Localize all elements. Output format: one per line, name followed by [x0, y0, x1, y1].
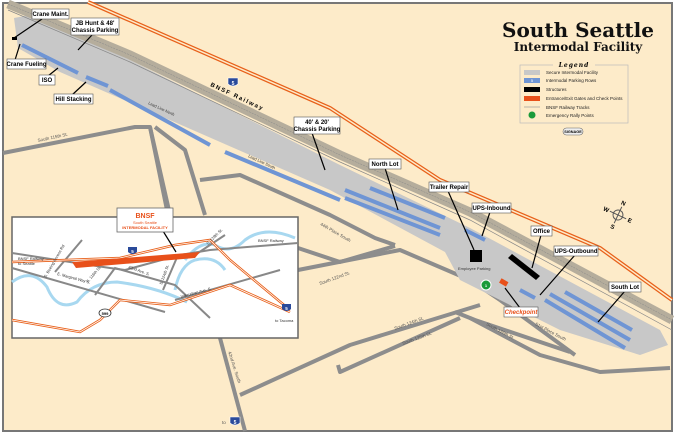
i5-south-shield-icon: to 5	[222, 416, 241, 426]
callout-crane-maint[interactable]: Crane Maint.	[31, 8, 70, 20]
callout-checkpoint[interactable]: Checkpoint	[503, 306, 539, 318]
employee-parking-label: Employee Parking	[458, 266, 490, 271]
svg-text:South Seattle: South Seattle	[133, 220, 158, 225]
svg-text:BNSF: BNSF	[135, 213, 155, 220]
svg-text:INTERMODAL FACILITY: INTERMODAL FACILITY	[122, 225, 168, 230]
callout-ups-inbound[interactable]: UPS-Inbound	[471, 202, 512, 214]
svg-text:5: 5	[285, 306, 288, 311]
svg-text:Crane Fueling: Crane Fueling	[6, 62, 46, 68]
map-title: South Seattle	[502, 18, 654, 42]
svg-text:to Tacoma: to Tacoma	[275, 318, 294, 323]
callouts: Crane Maint. JB Hunt & 48'Chassis Parkin…	[6, 8, 642, 318]
svg-text:Chassis Parking: Chassis Parking	[72, 28, 119, 34]
svg-text:UPS-Inbound: UPS-Inbound	[473, 206, 511, 212]
legend-label: Secure Intermodal Facility	[546, 70, 599, 75]
svg-text:Hill Stacking: Hill Stacking	[55, 97, 91, 103]
legend-swatch-parking	[524, 78, 540, 83]
svg-text:Trailer Repair: Trailer Repair	[430, 185, 469, 191]
legend-label: Structures	[546, 87, 567, 92]
callout-iso[interactable]: ISO	[38, 74, 56, 86]
svg-text:North Lot: North Lot	[372, 162, 399, 168]
callout-crane-fueling[interactable]: Crane Fueling	[6, 58, 47, 70]
map-subtitle: Intermodal Facility	[514, 40, 644, 54]
callout-north-lot[interactable]: North Lot	[368, 158, 402, 170]
inset-i5-south-shield-icon: 5	[282, 304, 291, 311]
svg-text:40' & 20': 40' & 20'	[305, 120, 329, 126]
svg-text:UPS-Outbound: UPS-Outbound	[555, 249, 598, 255]
svg-text:S: S	[609, 224, 615, 231]
svg-text:W: W	[602, 206, 610, 214]
svg-text:Office: Office	[533, 229, 551, 235]
svg-text:BNSF Railway: BNSF Railway	[18, 256, 44, 261]
parking-rows	[21, 43, 633, 350]
legend-label: Emergency Rally Points	[546, 113, 595, 118]
svg-text:ISO: ISO	[42, 78, 53, 84]
svg-text:5: 5	[234, 420, 237, 426]
street-label: South 115th St.	[37, 132, 68, 143]
svg-text:Checkpoint: Checkpoint	[505, 310, 539, 316]
svg-text:Crane Maint.: Crane Maint.	[32, 12, 68, 18]
legend-label: Entrance/Exit Gates and Check Points	[546, 96, 623, 101]
callout-hill-stacking[interactable]: Hill Stacking	[53, 93, 94, 105]
svg-text:5: 5	[232, 81, 235, 87]
rally-point: 1	[480, 279, 492, 291]
legend-swatch-facility	[524, 70, 540, 75]
svg-text:E: E	[626, 218, 632, 225]
legend-rally-point-icon	[528, 111, 536, 119]
callout-leaders	[13, 18, 626, 323]
streets	[2, 125, 671, 432]
compass-rose-icon: N E S W	[602, 200, 632, 231]
signage-button[interactable]: SIGNAGE	[562, 127, 584, 136]
legend-heading: Legend	[558, 62, 590, 69]
svg-text:N: N	[620, 200, 626, 207]
svg-text:5: 5	[131, 249, 134, 254]
structures	[12, 37, 540, 280]
svg-text:Chassis Parking: Chassis Parking	[294, 127, 341, 133]
legend-swatch-gates	[524, 96, 540, 101]
svg-text:South Lot: South Lot	[611, 285, 639, 291]
callout-south-lot[interactable]: South Lot	[608, 281, 642, 293]
legend-swatch-structures	[524, 87, 540, 92]
svg-text:BNSF Railway: BNSF Railway	[258, 238, 284, 243]
svg-text:5: 5	[531, 78, 534, 83]
callout-jb-hunt[interactable]: JB Hunt & 48'Chassis Parking	[70, 17, 120, 36]
svg-text:S. 124th St.: S. 124th St.	[158, 264, 170, 285]
interstate-5	[87, 0, 674, 302]
svg-text:to: to	[222, 420, 226, 425]
legend-label: Intermodal Parking Rows	[546, 78, 597, 83]
sr599-shield-icon: 599	[98, 308, 112, 318]
inset-i5-shield-icon: 5	[128, 247, 137, 254]
svg-text:1: 1	[485, 283, 488, 288]
inset-facility-marker	[72, 252, 200, 268]
checkpoint-gate	[499, 278, 509, 287]
svg-text:JB Hunt & 48': JB Hunt & 48'	[76, 21, 115, 27]
crane-structure	[12, 37, 17, 40]
i5-shield-icon: 5	[227, 77, 239, 87]
trailer-repair-building	[470, 250, 482, 262]
svg-text:599: 599	[102, 311, 109, 316]
inset-location-map: BNSF South Seattle INTERMODAL FACILITY B…	[11, 207, 299, 339]
svg-text:SIGNAGE: SIGNAGE	[564, 130, 582, 134]
svg-text:to Seattle: to Seattle	[18, 261, 36, 266]
legend-label: BNSF Railway Tracks	[546, 105, 590, 110]
callout-office[interactable]: Office	[530, 225, 553, 237]
office-building	[508, 254, 540, 280]
callout-ups-outbound[interactable]: UPS-Outbound	[553, 245, 599, 257]
callout-chassis-parking[interactable]: 40' & 20'Chassis Parking	[294, 116, 341, 135]
callout-trailer-repair[interactable]: Trailer Repair	[428, 181, 470, 193]
legend: Legend Secure Intermodal Facility 5 Inte…	[519, 61, 629, 124]
